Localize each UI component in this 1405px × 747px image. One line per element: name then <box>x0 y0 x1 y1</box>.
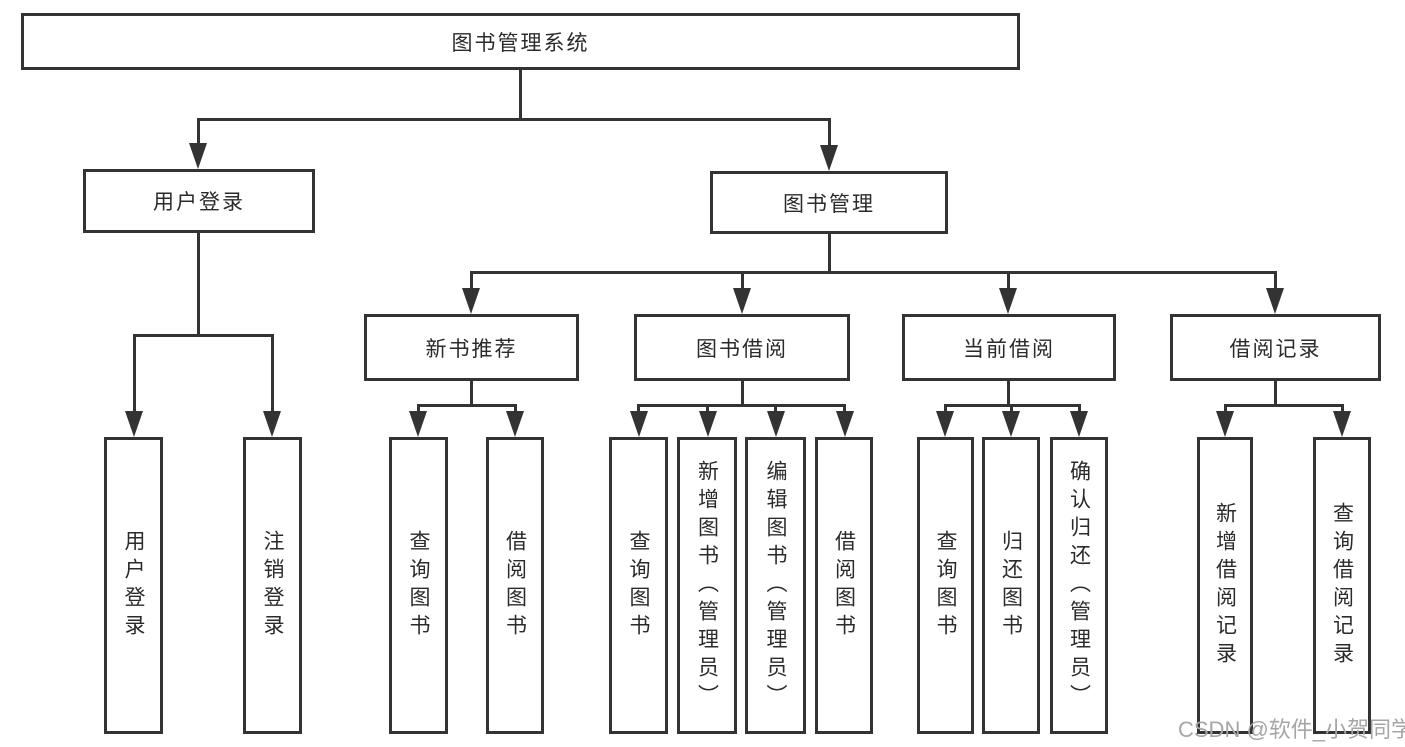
connector-level3-bus <box>470 271 1277 274</box>
leaf-confirm-return-admin: 确认归还（管理员） <box>1050 437 1108 734</box>
leaf-borrow-borrow-book: 借阅图书 <box>815 437 873 734</box>
connector-stub-book-borrow <box>741 271 744 293</box>
connector-stub-a1 <box>417 404 420 414</box>
leaf-return-book: 归还图书 <box>982 437 1040 734</box>
leaf-borrow-query-book: 查询图书 <box>609 437 668 734</box>
leaf-recommend-borrow-book: 借阅图书 <box>486 437 544 734</box>
leaf-current-query-book-label: 查询图书 <box>934 529 957 642</box>
node-borrow-record: 借阅记录 <box>1170 314 1381 381</box>
connector-stub-c3 <box>1078 404 1081 414</box>
leaf-recommend-borrow-book-label: 借阅图书 <box>503 529 527 642</box>
arrowhead-b1 <box>630 411 648 437</box>
arrowhead-c2 <box>1002 411 1020 437</box>
arrowhead-b2 <box>699 411 717 437</box>
node-user-login: 用户登录 <box>83 169 315 233</box>
connector-new-book-drop <box>470 380 473 406</box>
arrowhead-d2 <box>1333 411 1351 437</box>
leaf-query-borrow-record-label: 查询借阅记录 <box>1330 501 1354 670</box>
leaf-add-book-admin: 新增图书（管理员） <box>677 437 737 734</box>
connector-user-login-drop <box>197 232 200 336</box>
connector-level1-bus <box>197 118 831 121</box>
arrowhead-leaf-user-login <box>125 411 143 437</box>
leaf-borrow-borrow-book-label: 借阅图书 <box>832 529 856 642</box>
leaf-edit-book-admin: 编辑图书（管理员） <box>745 437 806 734</box>
arrowhead-book-borrow <box>733 288 751 314</box>
connector-stub-leaf-user-login <box>133 334 136 412</box>
connector-stub-borrow-record <box>1274 271 1277 293</box>
connector-stub-b1 <box>637 404 640 414</box>
node-book-management-label: 图书管理 <box>783 192 875 216</box>
leaf-query-borrow-record: 查询借阅记录 <box>1313 437 1371 734</box>
arrowhead-b3 <box>767 411 785 437</box>
arrowhead-a1 <box>409 411 427 437</box>
node-current-borrow-label: 当前借阅 <box>963 337 1055 361</box>
node-borrow-record-label: 借阅记录 <box>1229 337 1322 361</box>
connector-book-management-drop <box>828 233 831 273</box>
csdn-watermark: CSDN @软件_小贺同学 <box>1178 717 1405 742</box>
node-book-borrow: 图书借阅 <box>634 314 850 381</box>
connector-stub-book-management <box>828 118 831 150</box>
node-new-book-recommend-label: 新书推荐 <box>425 337 518 361</box>
connector-user-login-bus <box>133 334 274 337</box>
connector-stub-b4 <box>843 404 846 414</box>
node-user-login-label: 用户登录 <box>153 191 245 214</box>
connector-root-drop <box>519 69 522 120</box>
arrowhead-current-borrow <box>999 288 1017 314</box>
node-current-borrow: 当前借阅 <box>902 314 1116 381</box>
leaf-logout: 注销登录 <box>243 437 302 734</box>
leaf-add-borrow-record-label: 新增借阅记录 <box>1213 501 1237 670</box>
connector-stub-d1 <box>1224 404 1227 414</box>
arrowhead-book-management <box>820 145 838 171</box>
leaf-borrow-query-book-label: 查询图书 <box>627 529 650 642</box>
connector-stub-d2 <box>1341 404 1344 414</box>
leaf-add-borrow-record: 新增借阅记录 <box>1197 437 1253 734</box>
arrowhead-new-book <box>462 288 480 314</box>
arrowhead-c1 <box>936 411 954 437</box>
node-book-management: 图书管理 <box>710 171 948 234</box>
connector-stub-b2 <box>706 404 709 414</box>
leaf-recommend-query-book: 查询图书 <box>389 437 448 734</box>
node-root-label: 图书管理系统 <box>451 31 590 55</box>
leaf-recommend-query-book-label: 查询图书 <box>407 529 430 642</box>
connector-stub-new-book <box>470 271 473 293</box>
connector-stub-current-borrow <box>1007 271 1010 293</box>
arrowhead-d1 <box>1216 411 1234 437</box>
leaf-logout-label: 注销登录 <box>261 529 284 642</box>
node-new-book-recommend: 新书推荐 <box>364 314 579 381</box>
arrowhead-c3 <box>1070 411 1088 437</box>
connector-stub-c2 <box>1010 404 1013 414</box>
connector-current-borrow-drop <box>1007 380 1010 406</box>
connector-borrow-record-drop <box>1274 380 1277 406</box>
connector-book-borrow-drop <box>741 380 744 406</box>
connector-stub-leaf-logout <box>271 334 274 412</box>
connector-stub-b3 <box>774 404 777 414</box>
connector-new-book-bus <box>417 404 517 407</box>
node-root: 图书管理系统 <box>21 13 1020 70</box>
arrowhead-leaf-logout <box>263 411 281 437</box>
node-book-borrow-label: 图书借阅 <box>696 337 788 361</box>
connector-book-borrow-bus <box>637 404 846 407</box>
leaf-confirm-return-admin-label: 确认归还（管理员） <box>1067 459 1091 712</box>
connector-stub-a2 <box>514 404 517 414</box>
leaf-return-book-label: 归还图书 <box>999 529 1023 642</box>
leaf-user-login-label: 用户登录 <box>122 529 145 642</box>
leaf-current-query-book: 查询图书 <box>917 437 974 734</box>
connector-stub-c1 <box>944 404 947 414</box>
connector-borrow-record-bus <box>1224 404 1344 407</box>
arrowhead-b4 <box>836 411 854 437</box>
leaf-user-login: 用户登录 <box>104 437 163 734</box>
leaf-add-book-admin-label: 新增图书（管理员） <box>695 459 719 712</box>
arrowhead-a2 <box>506 411 524 437</box>
arrowhead-user-login <box>189 143 207 169</box>
arrowhead-borrow-record <box>1266 288 1284 314</box>
leaf-edit-book-admin-label: 编辑图书（管理员） <box>764 459 787 712</box>
connector-stub-user-login <box>197 118 200 148</box>
